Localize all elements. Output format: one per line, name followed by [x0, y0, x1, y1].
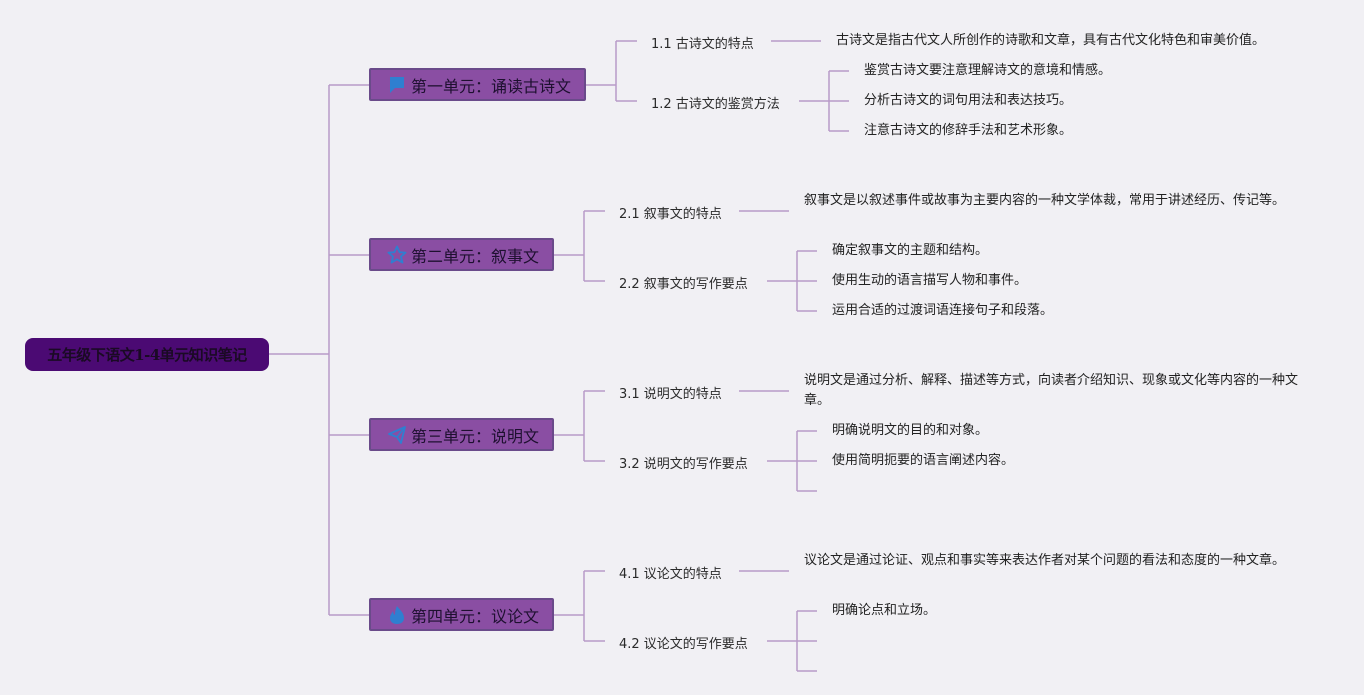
leaf-node[interactable]: 明确说明文的目的和对象。 — [832, 423, 989, 438]
root-node[interactable]: 五年级下语文1-4单元知识笔记 — [25, 338, 269, 371]
unit-node-2[interactable]: 第二单元：叙事文 — [369, 238, 554, 271]
leaf-node[interactable]: 注意古诗文的修辞手法和艺术形象。 — [864, 123, 1073, 138]
leaf-node[interactable]: 运用合适的过渡词语连接句子和段落。 — [832, 303, 1054, 318]
paper-plane-icon — [387, 425, 407, 445]
topic-node[interactable]: 4.2 议论文的写作要点 — [619, 637, 748, 652]
topic-node[interactable]: 1.2 古诗文的鉴赏方法 — [651, 97, 780, 112]
topic-node[interactable]: 2.1 叙事文的特点 — [619, 207, 722, 222]
leaf-node[interactable]: 议论文是通过论证、观点和事实等来表达作者对某个问题的看法和态度的一种文章。 — [804, 553, 1286, 568]
flag-icon — [387, 75, 407, 95]
root-title: 五年级下语文1-4单元知识笔记 — [47, 346, 247, 364]
unit-node-1[interactable]: 第一单元：诵读古诗文 — [369, 68, 586, 101]
leaf-node[interactable]: 古诗文是指古代文人所创作的诗歌和文章，具有古代文化特色和审美价值。 — [836, 33, 1266, 48]
leaf-node[interactable]: 分析古诗文的词句用法和表达技巧。 — [864, 93, 1073, 108]
topic-node[interactable]: 2.2 叙事文的写作要点 — [619, 277, 748, 292]
leaf-node[interactable]: 使用简明扼要的语言阐述内容。 — [832, 453, 1015, 468]
unit-title: 第三单元：说明文 — [411, 426, 540, 446]
topic-node[interactable]: 1.1 古诗文的特点 — [651, 37, 754, 52]
leaf-node[interactable]: 说明文是通过分析、解释、描述等方式，向读者介绍知识、现象或文化等内容的一种文章。 — [804, 373, 1299, 408]
leaf-node[interactable]: 叙事文是以叙述事件或故事为主要内容的一种文学体裁，常用于讲述经历、传记等。 — [804, 193, 1286, 208]
flame-icon — [387, 605, 407, 625]
star-icon — [387, 245, 407, 265]
topic-node[interactable]: 3.2 说明文的写作要点 — [619, 457, 748, 472]
leaf-node[interactable]: 确定叙事文的主题和结构。 — [832, 243, 989, 258]
unit-title: 第二单元：叙事文 — [411, 246, 540, 266]
unit-title: 第一单元：诵读古诗文 — [411, 76, 572, 96]
unit-node-4[interactable]: 第四单元：议论文 — [369, 598, 554, 631]
leaf-node[interactable]: 鉴赏古诗文要注意理解诗文的意境和情感。 — [864, 63, 1112, 78]
topic-node[interactable]: 4.1 议论文的特点 — [619, 567, 722, 582]
leaf-node[interactable]: 明确论点和立场。 — [832, 603, 937, 618]
topic-node[interactable]: 3.1 说明文的特点 — [619, 387, 722, 402]
unit-node-3[interactable]: 第三单元：说明文 — [369, 418, 554, 451]
leaf-node[interactable]: 使用生动的语言描写人物和事件。 — [832, 273, 1028, 288]
unit-title: 第四单元：议论文 — [411, 606, 540, 626]
